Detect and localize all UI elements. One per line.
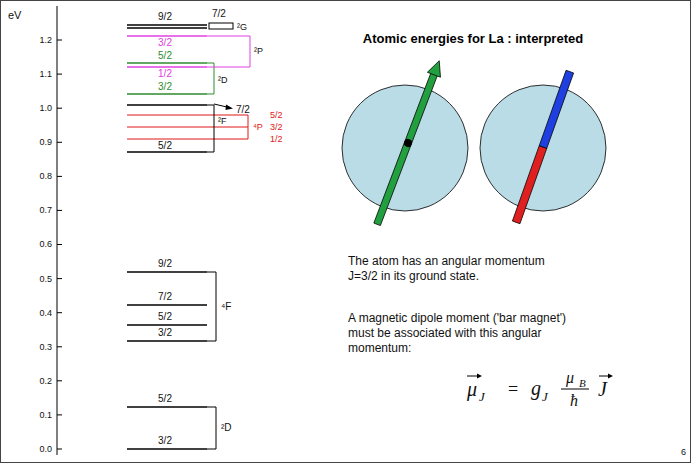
tick-label: 0.6 [39, 240, 52, 249]
level-j: 7/2 [158, 292, 172, 302]
leader-arrow [214, 104, 233, 110]
tick-label: 1.1 [39, 70, 52, 79]
axis-unit: eV [8, 10, 21, 21]
term-symbol: ²D [221, 423, 232, 433]
equation-subscript: J [479, 390, 485, 403]
tick-label: 0.7 [39, 206, 52, 215]
equation-symbol: ħ [570, 393, 578, 409]
term-symbol: ²P [254, 47, 263, 56]
green-levels [127, 63, 207, 94]
equation-symbol: = [508, 380, 518, 398]
equation-symbol: μ [467, 379, 477, 399]
page-number: 6 [681, 448, 686, 457]
tick-label: 0.2 [39, 376, 52, 385]
level-j: 1/2 [270, 135, 283, 144]
level-j: 7/2 [236, 105, 250, 115]
level-j: 5/2 [158, 312, 172, 322]
magenta-levels [127, 36, 207, 67]
tick-label: 1.2 [39, 36, 52, 45]
term-symbol: ²G [237, 23, 247, 32]
tick-label: 0.9 [39, 138, 52, 147]
level-j: 9/2 [158, 259, 172, 269]
energy-levels [127, 25, 207, 449]
term-brackets [207, 23, 250, 449]
level-j: 3/2 [158, 38, 172, 48]
body-text: The atom has an angular momentum J=3/2 i… [348, 254, 563, 284]
term-symbol: ⁴P [253, 123, 263, 132]
body-text: A magnetic dipole moment ('bar magnet') … [348, 311, 580, 356]
level-j: 3/2 [158, 82, 172, 92]
level-j: 9/2 [158, 12, 172, 22]
level-j: 3/2 [270, 123, 283, 132]
level-j: 5/2 [270, 111, 283, 120]
term-symbol: ²D [218, 76, 228, 85]
equation-symbol: g [531, 378, 541, 398]
level-j: 5/2 [158, 51, 172, 61]
level-j: 5/2 [158, 141, 172, 151]
level-j: 5/2 [158, 394, 172, 404]
level-j: 7/2 [212, 9, 226, 19]
tick-label: 0.0 [39, 444, 52, 453]
level-j: 3/2 [158, 328, 172, 338]
red-levels [127, 115, 248, 139]
tick-label: 1.0 [39, 104, 52, 113]
tick-label: 0.8 [39, 172, 52, 181]
level-j: 1/2 [158, 69, 172, 79]
level-j: 3/2 [158, 436, 172, 446]
equation-subscript: J [542, 390, 548, 403]
tick-label: 0.4 [39, 308, 52, 317]
equation-symbol: μ [566, 370, 574, 386]
term-symbol: ⁴F [221, 302, 231, 312]
slide-title: Atomic energies for La : interpreted [363, 32, 583, 45]
equation-symbol: J [598, 379, 607, 399]
angular-momentum-arrow [371, 58, 446, 227]
tick-label: 0.1 [39, 410, 52, 419]
tick-label: 0.5 [39, 274, 52, 283]
equation-subscript: B [579, 378, 586, 389]
term-symbol: ²F [218, 117, 227, 126]
bar-magnet [512, 70, 573, 223]
energy-axis [57, 6, 62, 455]
tick-label: 0.3 [39, 342, 52, 351]
